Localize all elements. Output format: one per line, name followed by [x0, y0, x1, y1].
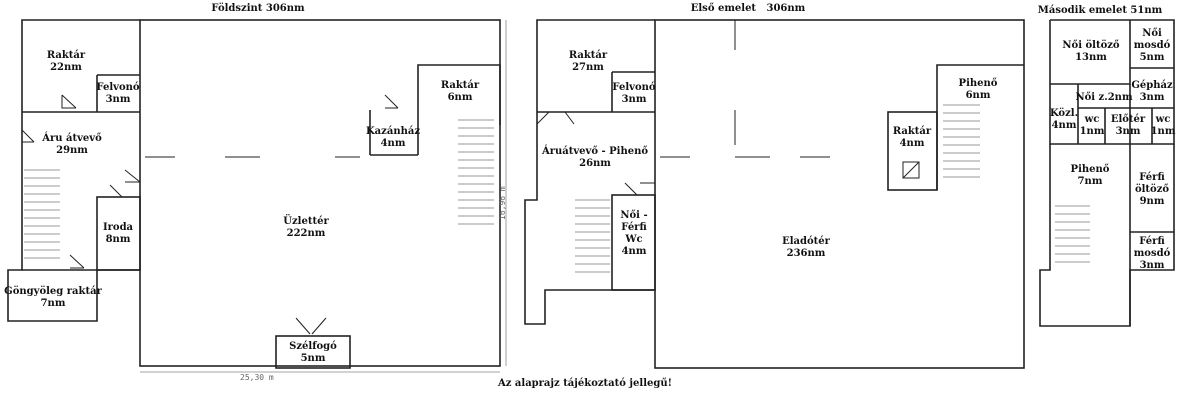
room-ferfi-mosdo: Férfi mosdó 3nm [1133, 236, 1171, 271]
first-stairs [575, 104, 980, 273]
room-noi-mosdo: Női mosdó 5nm [1133, 28, 1171, 63]
room-wc-2: wc 1nm [1150, 114, 1176, 137]
room-noi-z: Női z.2nm [1075, 92, 1133, 103]
ground-floor-walls [7, 19, 501, 369]
room-wc-1: wc 1nm [1079, 114, 1105, 137]
room-felvono: Felvonó 3nm [96, 82, 140, 105]
room-raktar-22: Raktár 22nm [46, 50, 86, 73]
room-aru-atvevo: Áru átvevő 29nm [42, 133, 102, 156]
first-floor-walls [524, 19, 1025, 369]
room-iroda: Iroda 8nm [102, 222, 134, 245]
room-eloter: Előtér 3nm [1110, 114, 1146, 137]
dimension-lines [140, 20, 507, 373]
room-raktar-4: Raktár 4nm [892, 126, 932, 149]
room-piheno-6: Pihenő 6nm [958, 78, 998, 101]
room-ferfi-oltozo: Férfi öltöző 9nm [1134, 172, 1170, 207]
room-kozl: Közl. 4nm [1049, 108, 1079, 131]
room-gongyoleg-raktar: Göngyöleg raktár 7nm [4, 286, 102, 309]
first-doors [536, 20, 920, 196]
room-noi-oltozo: Női öltöző 13nm [1062, 40, 1120, 63]
ground-floor-title: Földszint 306nm [211, 3, 305, 14]
ground-doors [21, 94, 399, 335]
disclaimer-note: Az alaprajz tájékoztató jellegű! [497, 378, 673, 389]
room-szelfogo: Szélfogó 5nm [289, 341, 337, 364]
second-stairs [1055, 205, 1090, 263]
second-floor-title: Második emelet 51nm [1037, 5, 1163, 16]
room-aruatvevo-piheno: Áruátvevő - Pihenő 26nm [541, 146, 649, 169]
room-uzletter: Üzlettér 222nm [283, 216, 329, 239]
room-raktar-27: Raktár 27nm [568, 50, 608, 73]
room-eladoter: Eladótér 236nm [782, 236, 830, 259]
room-piheno-7: Pihenő 7nm [1070, 164, 1110, 187]
dimension-height: 16,96 m [498, 186, 507, 220]
room-raktar-6: Raktár 6nm [440, 80, 480, 103]
first-floor-title: Első emelet 306nm [690, 3, 806, 14]
room-gephaz: Gépház 3nm [1131, 80, 1173, 103]
ground-stairs [24, 119, 494, 259]
room-felvono-first: Felvonó 3nm [612, 82, 656, 105]
room-noi-ferfi-wc: Női - Férfi Wc 4nm [620, 210, 648, 257]
second-floor-walls [1039, 19, 1175, 327]
room-kazanhaz: Kazánház 4nm [365, 126, 421, 149]
dimension-width: 25,30 m [240, 373, 274, 382]
